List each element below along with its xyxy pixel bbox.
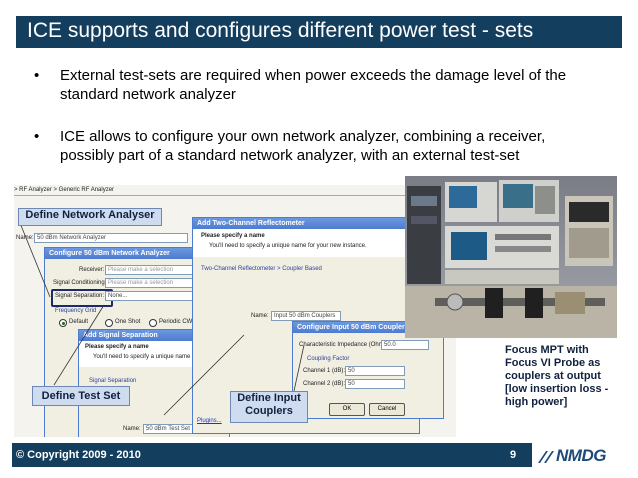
char-impedance-label: Characteristic Impedance (Ohm): bbox=[299, 342, 388, 348]
photo-caption-line-5: high power] bbox=[505, 396, 568, 408]
two-channel-title: Add Two-Channel Reflectometer bbox=[193, 218, 419, 229]
bullet-2-line-2: possibly part of a standard network anal… bbox=[60, 147, 520, 164]
two-channel-name-field[interactable]: Input 50 dBm Couplers bbox=[271, 311, 341, 321]
nmdg-logo-mark bbox=[536, 449, 558, 470]
two-channel-header bbox=[193, 229, 419, 257]
ok-button[interactable]: OK bbox=[329, 403, 365, 416]
photo-caption-line-2: Focus VI Probe as bbox=[505, 357, 601, 369]
callout-define-input-line-2: Couplers bbox=[245, 405, 293, 417]
photo-caption-line-4: [low insertion loss - bbox=[505, 383, 609, 395]
char-impedance-field[interactable]: 50.0 bbox=[381, 340, 429, 350]
radio-one-shot-label: One Shot bbox=[115, 319, 141, 325]
breadcrumb: > RF Analyzer > Generic RF Analyzer bbox=[14, 187, 115, 193]
callout-leader-lines bbox=[19, 222, 305, 416]
slide-title: ICE supports and configures different po… bbox=[27, 19, 534, 42]
channel2-label: Channel 2 (dB): bbox=[303, 381, 346, 387]
bullet-2-line-1: ICE allows to configure your own network… bbox=[60, 128, 546, 145]
bullet-1-line-2: standard network analyzer bbox=[60, 86, 236, 103]
radio-default-label: Default bbox=[69, 319, 89, 325]
radio-default[interactable] bbox=[59, 319, 67, 327]
two-channel-unique: You'll need to specify a unique name for… bbox=[209, 243, 367, 249]
add-signal-sep-title: Add Signal Separation bbox=[79, 330, 229, 341]
channel1-label: Channel 1 (dB): bbox=[303, 368, 346, 374]
nmdg-logo-text: NMDG bbox=[556, 446, 606, 465]
title-bar bbox=[16, 16, 622, 48]
callout-define-network-analyser: Define Network Analyser bbox=[18, 208, 162, 226]
bullet-1-line-1: External test-sets are required when pow… bbox=[60, 67, 567, 84]
freq-grid-label: Frequency Grid bbox=[55, 308, 97, 314]
callout-define-input-couplers: Define Input Couplers bbox=[230, 391, 308, 423]
name-label: Name: bbox=[16, 235, 34, 241]
callout-define-input-line-1: Define Input bbox=[237, 392, 301, 404]
page-number: 9 bbox=[510, 449, 517, 461]
callout-define-test-set: Define Test Set bbox=[32, 386, 130, 406]
signal-separation-label: Signal Separation bbox=[89, 378, 137, 384]
configure-input-title: Configure Input 50 dBm Couplers bbox=[293, 322, 443, 333]
please-specify-label: Please specify a name bbox=[85, 344, 149, 350]
radio-one-shot[interactable] bbox=[105, 319, 113, 327]
copyright-text: © Copyright 2009 - 2010 bbox=[16, 449, 141, 461]
channel2-field[interactable]: 50 bbox=[345, 379, 405, 389]
test-set-photo-illustration bbox=[405, 176, 617, 338]
photo-caption: Focus MPT with Focus VI Probe as coupler… bbox=[505, 344, 620, 409]
divider bbox=[14, 195, 456, 196]
two-channel-name-label: Name: bbox=[251, 313, 269, 319]
receiver-label: Receiver: bbox=[79, 267, 105, 273]
cancel-button[interactable]: Cancel bbox=[369, 403, 405, 416]
channel1-field[interactable]: 50 bbox=[345, 366, 405, 376]
configure-na-title: Configure 50 dBm Network Analyzer bbox=[45, 248, 197, 259]
radio-periodic[interactable] bbox=[149, 319, 157, 327]
na-name-field[interactable]: 50 dBm Network Analyzer bbox=[34, 233, 188, 243]
bullet-1-symbol: • bbox=[34, 67, 40, 84]
signal-cond-label: Signal Conditioning: bbox=[53, 280, 107, 286]
two-channel-specify: Please specify a name bbox=[201, 233, 265, 239]
bullet-2-symbol: • bbox=[34, 128, 40, 145]
plugins-link[interactable]: Plugins... bbox=[197, 418, 222, 424]
signal-sep-label: Signal Separation: bbox=[55, 293, 105, 299]
test-set-photo bbox=[405, 176, 617, 338]
software-screenshot-composite: > RF Analyzer > Generic RF Analyzer Name… bbox=[14, 185, 456, 437]
test-set-name-label: Name: bbox=[123, 426, 141, 432]
coupling-factor-label: Coupling Factor bbox=[307, 356, 350, 362]
footer-bar bbox=[12, 443, 532, 467]
photo-caption-line-3: couplers at output bbox=[505, 370, 601, 382]
two-channel-breadcrumb: Two-Channel Reflectometer > Coupler Base… bbox=[201, 266, 322, 272]
photo-caption-line-1: Focus MPT with bbox=[505, 344, 589, 356]
radio-periodic-label: Periodic CW bbox=[159, 319, 193, 325]
need-unique-label: You'll need to specify a unique name for bbox=[93, 354, 199, 360]
